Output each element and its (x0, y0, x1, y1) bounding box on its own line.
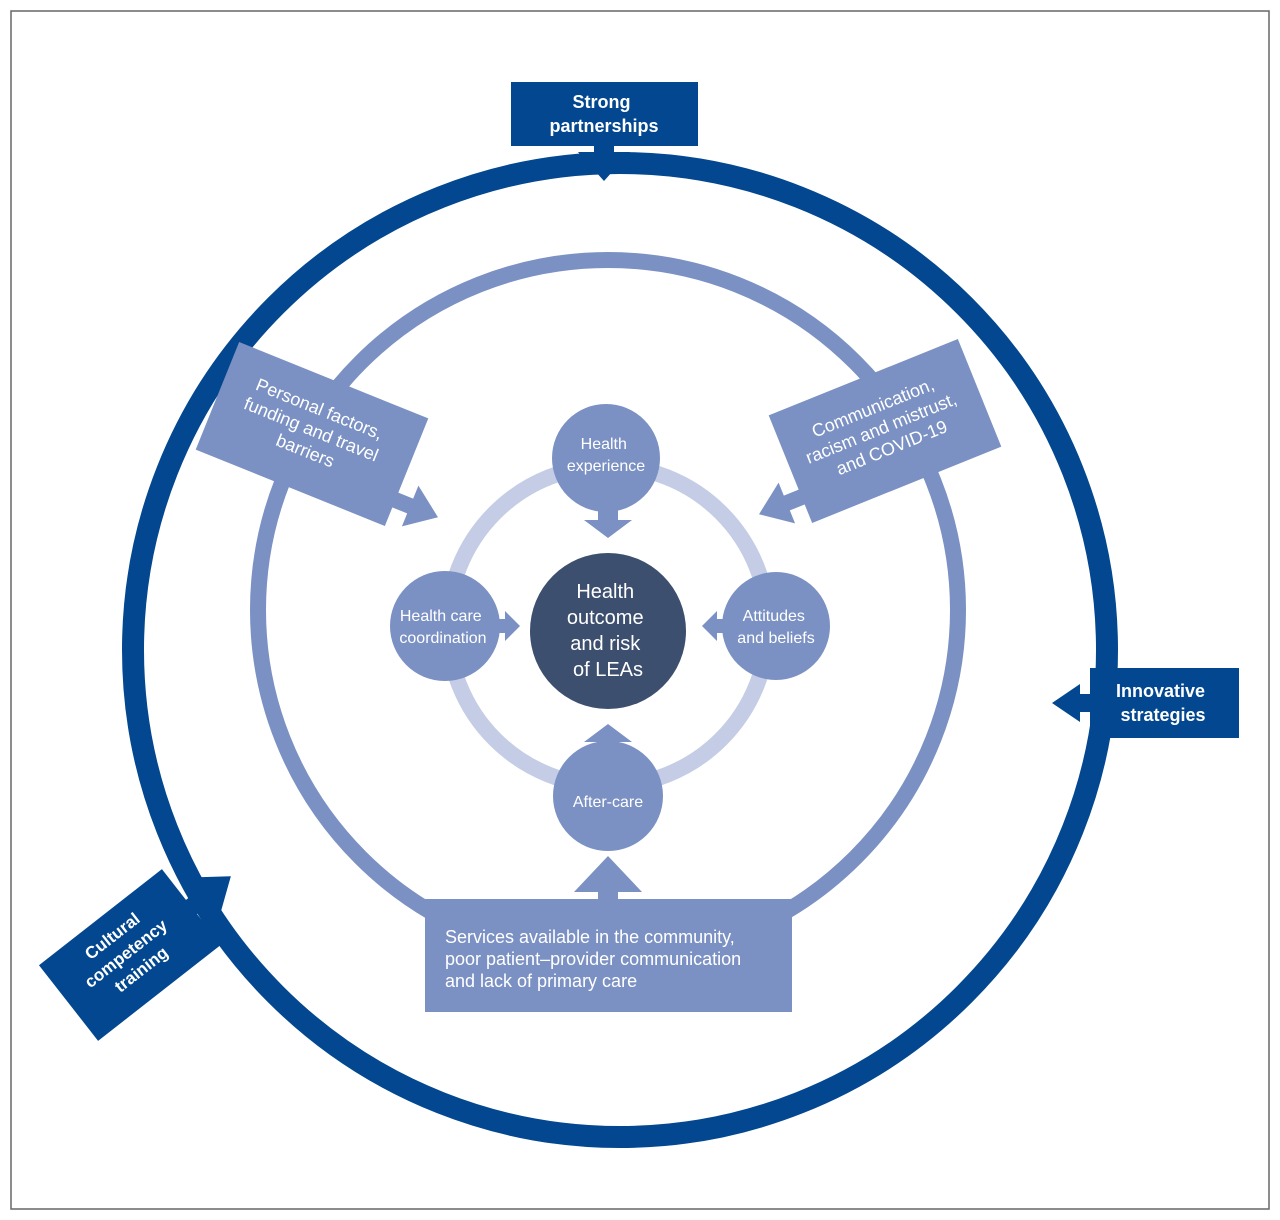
strong-partnerships-label: Strong partnerships (549, 92, 658, 136)
health-experience-line-2: experience (567, 458, 645, 475)
center-line-3: and risk (570, 633, 641, 655)
services-callout: Services available in the community, poo… (425, 856, 792, 1012)
cultural-competency-arrow-icon (181, 876, 231, 918)
innovative-strategies-box (1090, 668, 1239, 738)
attitudes-beliefs-circle (722, 572, 830, 680)
attitudes-beliefs-node: Attitudes and beliefs (722, 572, 830, 680)
health-care-coordination-node: Health care coordination (390, 571, 500, 681)
health-experience-circle (552, 404, 660, 512)
services-label: Services available in the community, poo… (445, 927, 746, 991)
center-node: Health outcome and risk of LEAs (530, 553, 686, 709)
after-care-circle (553, 741, 663, 851)
after-care-label: After-care (573, 794, 643, 811)
strong-partnerships-box (511, 82, 698, 146)
cultural-competency-callout: Cultural competency training (38, 869, 231, 1041)
innovative-strategies-line-1: Innovative (1116, 681, 1205, 701)
innovative-strategies-line-2: strategies (1120, 705, 1205, 725)
services-line-3: and lack of primary care (445, 971, 637, 991)
services-arrow-icon (574, 856, 642, 903)
after-care-arrow-icon (584, 724, 632, 754)
health-care-coordination-line-2: coordination (399, 630, 486, 647)
health-care-coordination-circle (390, 571, 500, 681)
health-care-coordination-arrow-icon (490, 611, 520, 641)
cultural-competency-box (38, 869, 222, 1041)
services-line-2: poor patient–provider communication (445, 949, 741, 969)
personal-factors-callout: Personal factors, funding and travel bar… (195, 342, 438, 527)
innovative-strategies-callout: Innovative strategies (1052, 668, 1239, 738)
services-line-1: Services available in the community, (445, 927, 735, 947)
health-experience-node: Health experience (552, 404, 660, 512)
communication-arrow-icon (759, 482, 811, 524)
center-line-1: Health (576, 581, 634, 603)
center-line-4: of LEAs (573, 659, 643, 681)
innovative-strategies-arrow-icon (1052, 684, 1094, 722)
personal-factors-arrow-icon (386, 485, 438, 527)
health-experience-line-1: Health (581, 436, 627, 453)
strong-partnerships-callout: Strong partnerships (511, 82, 698, 181)
personal-factors-box (195, 342, 429, 526)
center-line-2: outcome (567, 607, 644, 629)
strong-partnerships-line-1: Strong (572, 92, 630, 112)
health-experience-arrow-icon (584, 508, 632, 538)
after-care-line-1: After-care (573, 794, 643, 811)
health-care-coordination-line-1: Health care (400, 608, 482, 625)
figure-frame (10, 10, 1270, 1210)
strong-partnerships-line-2: partnerships (549, 116, 658, 136)
innovative-strategies-label: Innovative strategies (1116, 681, 1210, 725)
after-care-node: After-care (553, 741, 663, 851)
attitudes-beliefs-line-1: Attitudes (743, 608, 805, 625)
attitudes-beliefs-arrow-icon (702, 611, 726, 641)
attitudes-beliefs-label: Attitudes and beliefs (737, 608, 814, 647)
communication-box (768, 339, 1002, 523)
center-circle (530, 553, 686, 709)
communication-callout: Communication, racism and mistrust, and … (759, 339, 1002, 524)
attitudes-beliefs-line-2: and beliefs (737, 630, 814, 647)
center-label: Health outcome and risk of LEAs (567, 581, 649, 681)
services-box (425, 899, 792, 1012)
strong-partnerships-arrow-icon (578, 140, 630, 181)
health-care-coordination-label: Health care coordination (399, 608, 486, 647)
health-experience-label: Health experience (567, 436, 645, 475)
